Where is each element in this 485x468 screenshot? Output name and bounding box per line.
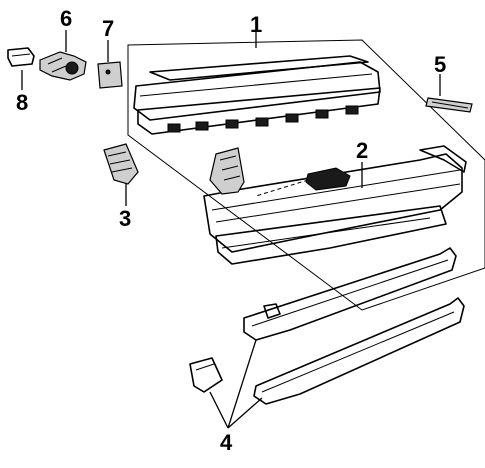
assembly-group-frame xyxy=(127,39,485,311)
callout-4: 4 xyxy=(220,430,233,455)
callout-2: 2 xyxy=(356,138,368,163)
reflector-strip xyxy=(425,97,473,113)
callout-7: 7 xyxy=(102,16,114,41)
upper-bumper-assembly xyxy=(133,55,381,135)
license-lamp-assembly xyxy=(39,51,87,81)
upper-molding-strip xyxy=(243,247,457,341)
side-bracket-part xyxy=(103,143,139,185)
callout-1: 1 xyxy=(250,12,262,37)
mounting-plate xyxy=(97,61,123,89)
callout-5: 5 xyxy=(434,52,446,77)
main-bumper-cover xyxy=(203,145,467,265)
center-bracket xyxy=(209,147,245,195)
corner-molding-piece xyxy=(189,357,223,393)
retaining-clip xyxy=(7,47,35,67)
callout-8: 8 xyxy=(16,90,28,115)
callout-3: 3 xyxy=(119,206,131,231)
callout-6: 6 xyxy=(60,6,72,31)
bumper-mount xyxy=(255,167,351,197)
lower-molding-strip xyxy=(253,297,465,405)
leader-lines xyxy=(21,30,441,429)
